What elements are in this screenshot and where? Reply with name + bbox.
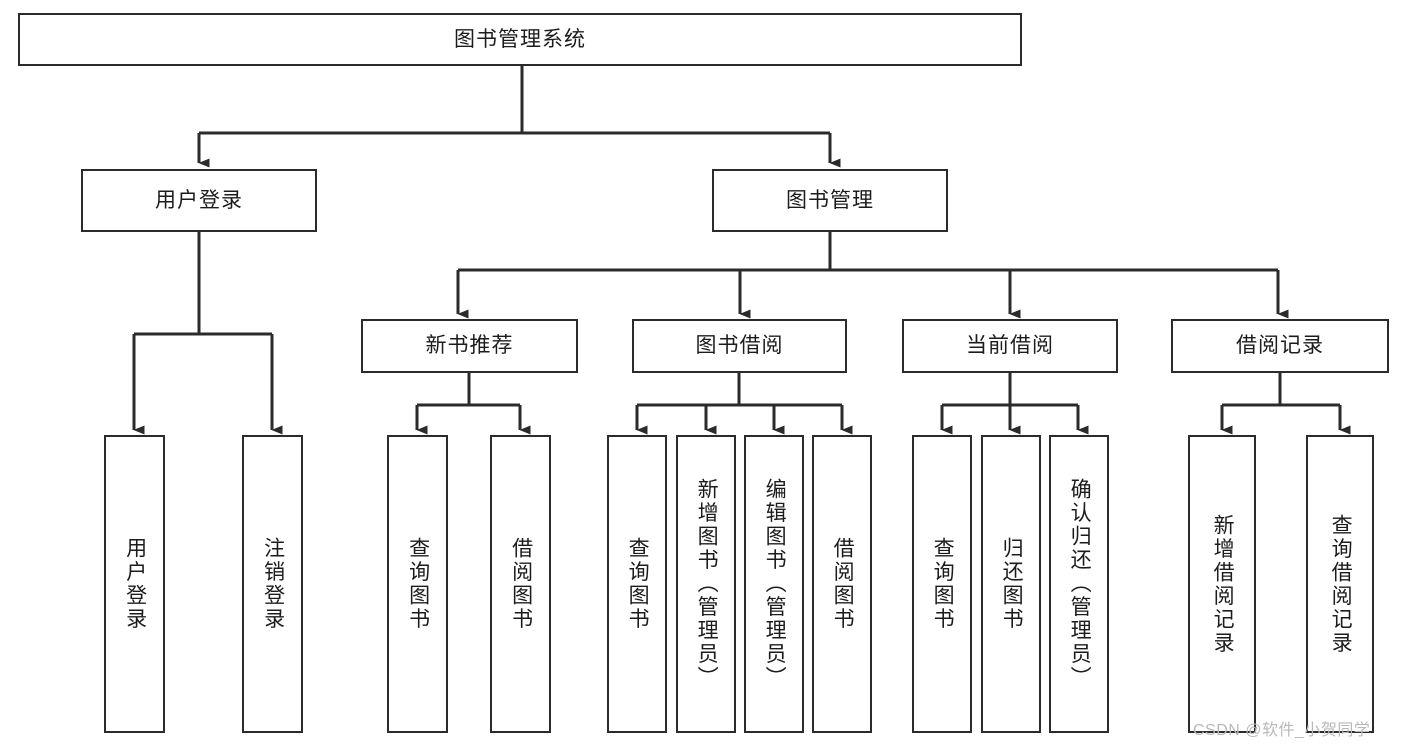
leaf-borrow-record-add[interactable]: 新增借阅记录	[1188, 435, 1256, 733]
leaf-borrow-record-query[interactable]: 查询借阅记录	[1306, 435, 1374, 733]
node-borrow-record-label: 借阅记录	[1236, 334, 1324, 358]
leaf-label: 注销登录	[261, 537, 285, 631]
leaf-current-borrow-return[interactable]: 归还图书	[981, 435, 1041, 733]
leaf-label: 查询图书	[406, 537, 430, 631]
leaf-label: 归还图书	[1000, 537, 1024, 631]
node-new-book-recommend-label: 新书推荐	[425, 334, 514, 358]
leaf-book-borrow-borrow[interactable]: 借阅图书	[812, 435, 872, 733]
leaf-label: 借阅图书	[831, 537, 855, 631]
leaf-book-borrow-query[interactable]: 查询图书	[607, 435, 667, 733]
node-book-management[interactable]: 图书管理	[712, 169, 948, 232]
node-current-borrow-label: 当前借阅	[966, 334, 1054, 358]
node-borrow-record[interactable]: 借阅记录	[1171, 319, 1389, 373]
node-user-login[interactable]: 用户登录	[81, 169, 317, 232]
leaf-label: 新增图书（管理员）	[695, 478, 719, 690]
leaf-label: 编辑图书（管理员）	[763, 478, 787, 690]
node-current-borrow[interactable]: 当前借阅	[902, 319, 1118, 373]
node-book-management-label: 图书管理	[786, 188, 874, 212]
node-user-login-label: 用户登录	[155, 188, 243, 212]
leaf-label: 查询借阅记录	[1329, 513, 1353, 655]
leaf-current-borrow-confirm-return[interactable]: 确认归还（管理员）	[1049, 435, 1109, 733]
leaf-label: 确认归还（管理员）	[1068, 478, 1092, 690]
node-book-borrow[interactable]: 图书借阅	[632, 319, 847, 373]
leaf-label: 查询图书	[626, 537, 650, 631]
leaf-book-borrow-edit[interactable]: 编辑图书（管理员）	[744, 435, 804, 733]
leaf-user-login-logout[interactable]: 注销登录	[242, 435, 303, 733]
leaf-book-borrow-add[interactable]: 新增图书（管理员）	[676, 435, 736, 733]
leaf-label: 新增借阅记录	[1211, 513, 1235, 655]
node-root[interactable]: 图书管理系统	[18, 13, 1022, 66]
node-book-borrow-label: 图书借阅	[695, 334, 784, 358]
leaf-current-borrow-query[interactable]: 查询图书	[912, 435, 972, 733]
node-root-label: 图书管理系统	[454, 27, 586, 51]
leaf-label: 借阅图书	[509, 537, 533, 631]
watermark: CSDN @软件_小贺同学	[1193, 722, 1371, 739]
leaf-new-book-query[interactable]: 查询图书	[387, 435, 448, 733]
node-new-book-recommend[interactable]: 新书推荐	[361, 319, 578, 373]
leaf-user-login-login[interactable]: 用户登录	[104, 435, 165, 733]
leaf-new-book-borrow[interactable]: 借阅图书	[490, 435, 551, 733]
leaf-label: 查询图书	[931, 537, 955, 631]
leaf-label: 用户登录	[123, 537, 147, 631]
